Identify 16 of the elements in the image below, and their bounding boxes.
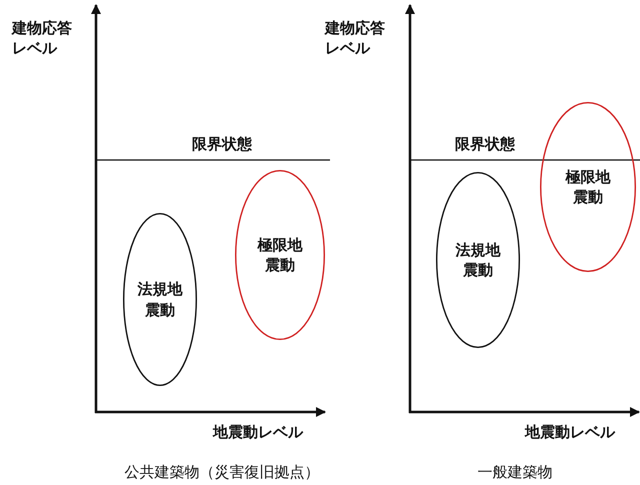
ellipse-label: 極限地震動	[564, 166, 612, 208]
x-axis-label: 地震動レベル	[525, 422, 615, 442]
limit-state-label: 限界状態	[455, 134, 515, 154]
panel-caption: 一般建築物	[478, 462, 552, 482]
y-axis-label: 建物応答レベル	[325, 18, 386, 58]
x-axis-label: 地震動レベル	[213, 422, 303, 442]
ellipse-label: 法規地震動	[454, 240, 502, 280]
ellipse-label: 法規地震動	[136, 279, 184, 320]
ellipse-node	[235, 170, 325, 340]
limit-state-label: 限界状態	[192, 134, 252, 154]
y-axis-label: 建物応答レベル	[12, 18, 73, 58]
ellipse-label: 極限地震動	[256, 234, 304, 276]
ellipse-node	[123, 213, 197, 386]
panel-caption: 公共建築物（災害復旧拠点）	[124, 462, 320, 482]
ellipse-node	[540, 102, 636, 272]
ellipse-node	[436, 172, 520, 348]
